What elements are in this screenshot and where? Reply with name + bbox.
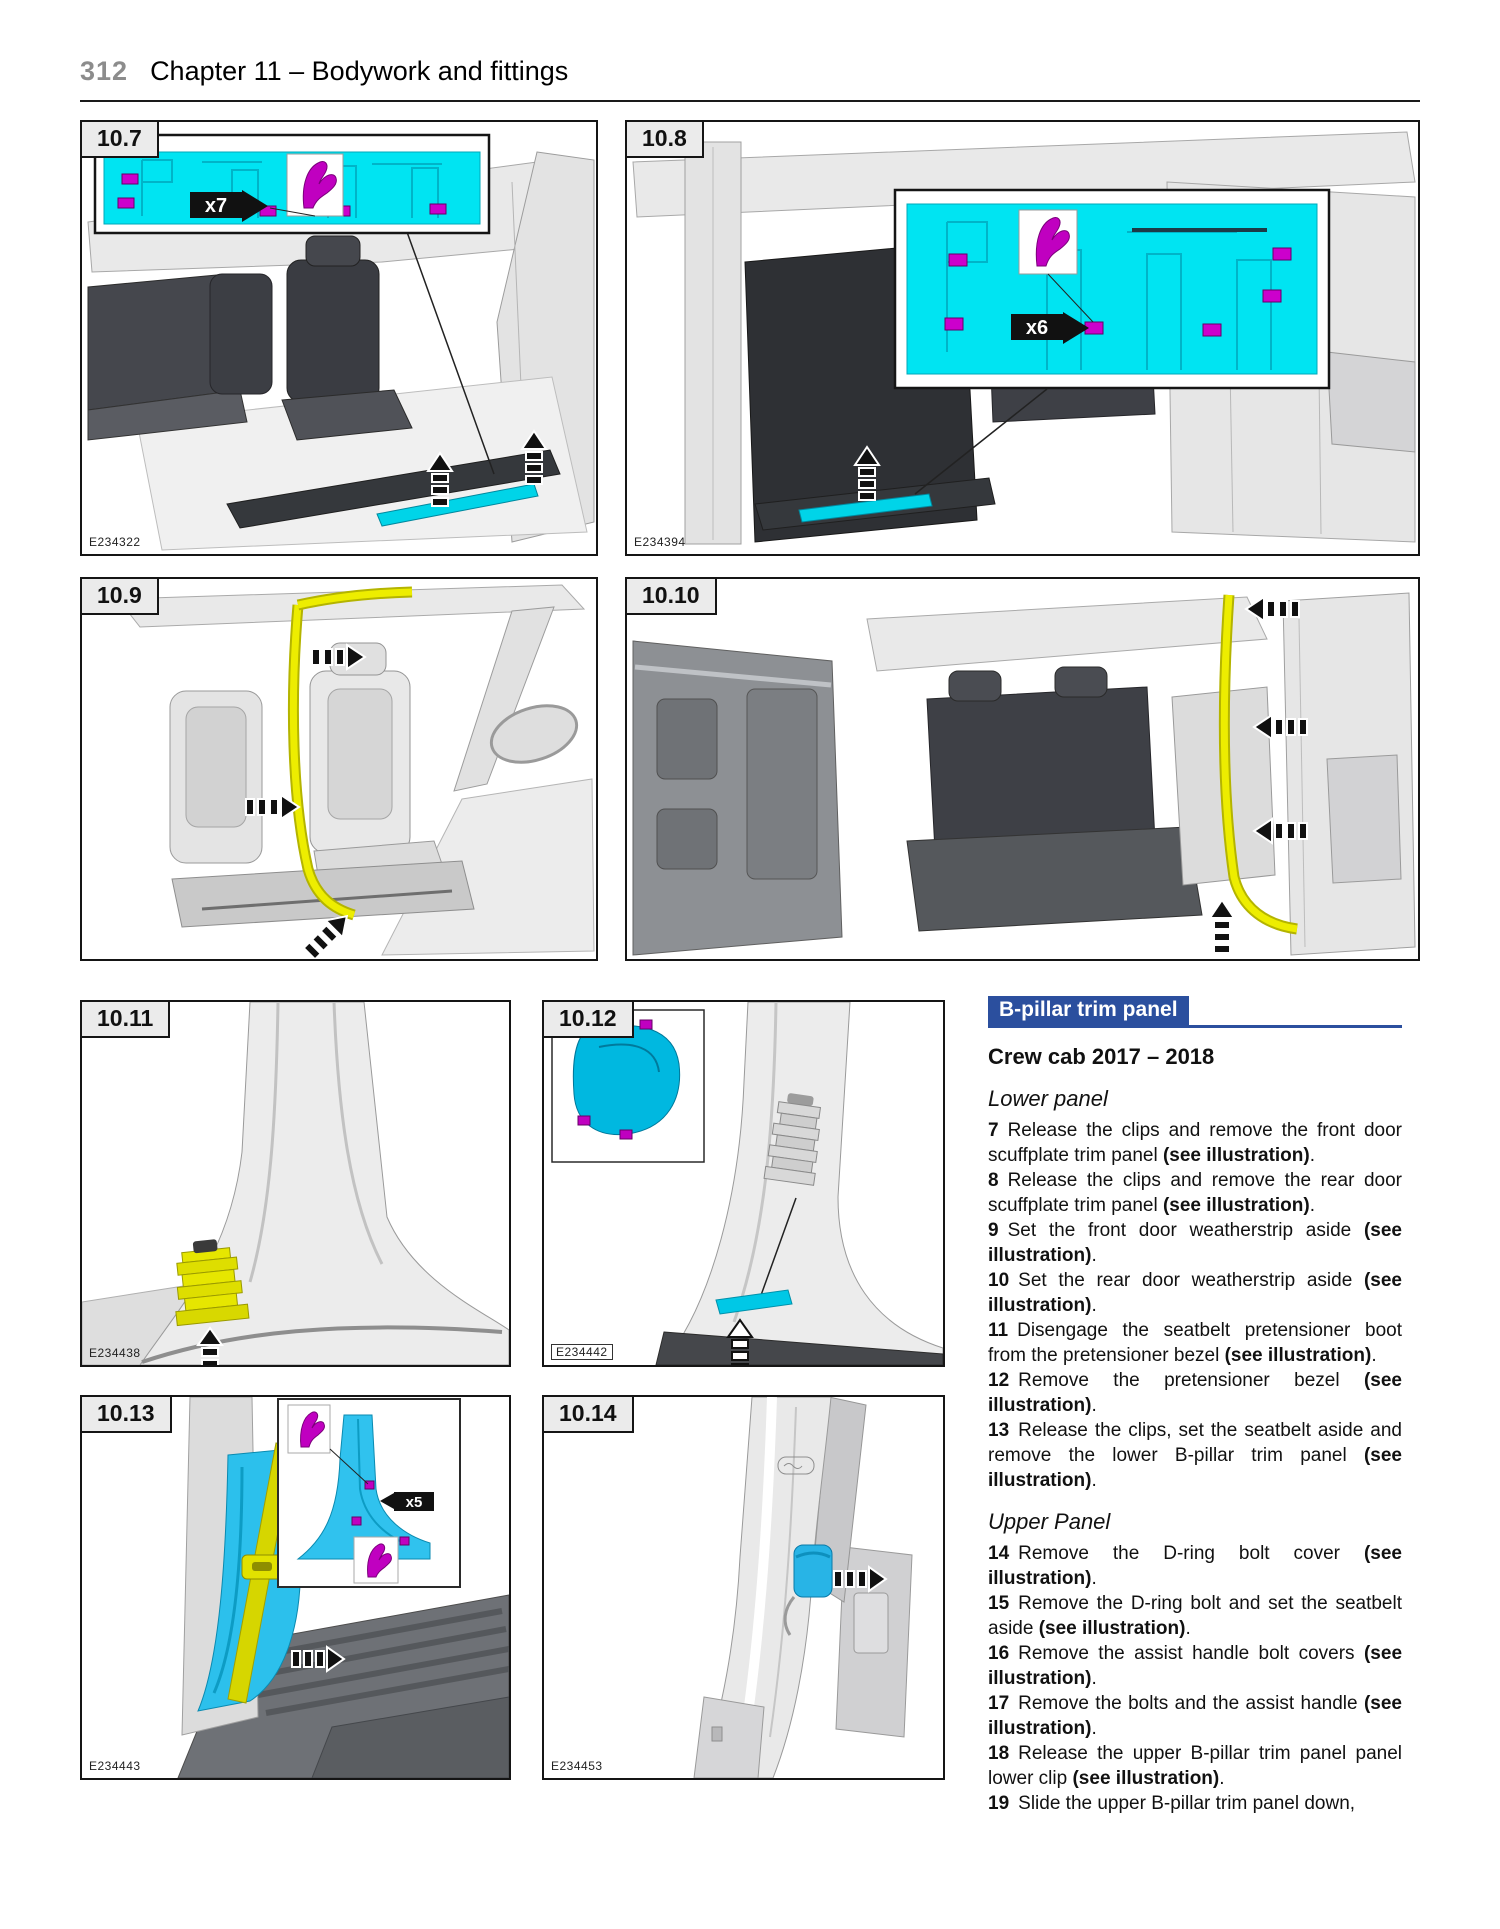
trim-removal-tool-icon <box>300 1411 325 1448</box>
figure-10-7-inset: x7 <box>93 133 491 235</box>
figure-10-8-inset: x6 <box>893 188 1331 390</box>
figure-10-11: 10.11 E234438 <box>80 1000 511 1367</box>
figure-10-14: 10.14 E234453 <box>542 1395 945 1780</box>
direction-arrow-icon <box>311 643 367 671</box>
figure-label: 10.9 <box>82 579 159 615</box>
figure-code: E234394 <box>634 535 686 549</box>
bezel-highlight <box>715 1289 793 1315</box>
pretensioner-boot <box>763 1093 822 1186</box>
direction-arrow-icon <box>302 914 349 959</box>
direction-arrow-icon <box>833 1565 888 1593</box>
quantity-callout: x5 <box>380 1492 434 1511</box>
direction-arrow-icon <box>426 451 454 507</box>
direction-arrow-icon <box>726 1318 754 1365</box>
svg-text:x5: x5 <box>406 1494 423 1511</box>
clip-icon <box>944 247 1292 337</box>
subsection-heading-lower: Lower panel <box>988 1086 1108 1111</box>
trim-removal-tool-icon <box>367 1543 392 1578</box>
figure-code: E234442 <box>551 1344 613 1360</box>
subsection-heading-upper: Upper Panel <box>988 1509 1111 1534</box>
svg-text:x7: x7 <box>205 195 227 217</box>
instruction-column: B-pillar trim panel Crew cab 2017 – 2018… <box>988 996 1402 1816</box>
figure-10-14-art <box>693 1397 913 1778</box>
figure-10-8: x6 10.8 E234394 <box>625 120 1420 556</box>
section-title: B-pillar trim panel <box>988 996 1189 1025</box>
page-number: 312 <box>80 56 129 86</box>
direction-arrow-icon <box>1244 595 1300 623</box>
figure-10-11-art <box>82 1002 509 1365</box>
figure-10-8-art: x6 <box>632 131 1416 545</box>
trim-removal-tool-icon <box>1035 217 1070 267</box>
lower-trim-panel <box>296 1414 431 1560</box>
svg-text:x6: x6 <box>1026 317 1048 339</box>
figure-10-9: 10.9 <box>80 577 598 961</box>
scuffplate-highlight <box>376 483 539 527</box>
figure-label: 10.8 <box>627 122 704 158</box>
pretensioner-bezel <box>572 1024 681 1136</box>
figure-10-13: x5 10.13 E234443 <box>80 1395 511 1780</box>
figure-10-12-art <box>551 1002 943 1365</box>
figure-10-9-art <box>116 584 595 959</box>
direction-arrow-icon <box>291 1645 346 1673</box>
d-ring-bolt-cover-highlight <box>793 1544 833 1598</box>
figure-code: E234322 <box>89 535 141 549</box>
figure-10-7-art: x7 <box>87 133 595 551</box>
header-rule <box>80 100 1420 102</box>
quantity-callout: x7 <box>190 190 268 222</box>
figure-code: E234453 <box>551 1759 603 1773</box>
figure-code: E234443 <box>89 1759 141 1773</box>
clip-icon <box>351 1480 410 1546</box>
direction-arrow-icon <box>1252 817 1308 845</box>
figure-label: 10.12 <box>544 1002 634 1038</box>
direction-arrow-icon <box>520 429 548 485</box>
figure-code: E234438 <box>89 1346 141 1360</box>
trim-removal-tool-icon <box>302 161 337 209</box>
figure-10-13-art: x5 <box>177 1397 509 1778</box>
figure-label: 10.11 <box>82 1002 171 1038</box>
figure-10-12: 10.12 E234442 <box>542 1000 945 1367</box>
section-subtitle: Crew cab 2017 – 2018 <box>988 1044 1215 1069</box>
scuffplate-highlight <box>798 493 933 523</box>
direction-arrow-icon <box>1208 898 1236 954</box>
figure-10-13-inset: x5 <box>277 1398 461 1588</box>
direction-arrow-icon <box>853 445 881 501</box>
pretensioner-boot-highlight <box>175 1239 250 1327</box>
direction-arrow-icon <box>245 793 301 821</box>
figure-10-10-art <box>632 592 1416 956</box>
chapter-title: Chapter 11 – Bodywork and fittings <box>150 56 569 86</box>
figure-10-7: x7 10.7 E234322 <box>80 120 598 556</box>
figure-label: 10.14 <box>544 1397 634 1433</box>
figure-label: 10.7 <box>82 122 159 158</box>
section-title-bar: B-pillar trim panel <box>988 996 1402 1028</box>
page-header: 312 Chapter 11 – Bodywork and fittings <box>80 56 568 87</box>
direction-arrow-icon <box>1252 713 1308 741</box>
direction-arrow-icon <box>196 1326 224 1365</box>
quantity-callout: x6 <box>1011 312 1089 344</box>
figure-10-10: 10.10 <box>625 577 1420 961</box>
figure-label: 10.10 <box>627 579 717 615</box>
figure-label: 10.13 <box>82 1397 172 1433</box>
